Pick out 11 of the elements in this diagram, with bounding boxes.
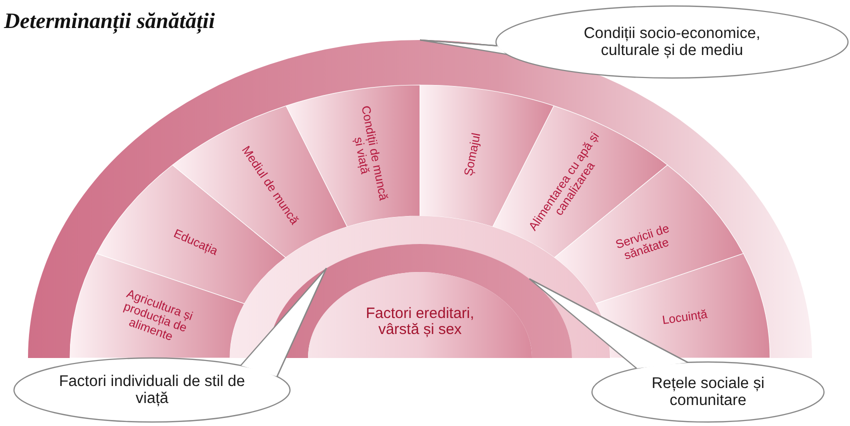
callout-text: Condiții socio-economice, culturale și de mediu (582, 24, 762, 60)
callout-text: Rețele sociale și comunitare (650, 374, 766, 410)
sector-label: Condiții de muncă și viață (350, 104, 391, 204)
leader-line (276, 268, 327, 377)
core-label: Factori ereditari, vârstă și sex (364, 306, 476, 338)
sector-label: Servicii de sănătate (612, 220, 672, 264)
callout-text: Factori individuali de stil de viață (58, 372, 246, 408)
sector-label: Șomajul (462, 132, 484, 178)
leader-line (420, 39, 498, 46)
sector-label: Locuință (661, 308, 708, 328)
diagram-title: Determinanții sănătății (4, 8, 215, 34)
